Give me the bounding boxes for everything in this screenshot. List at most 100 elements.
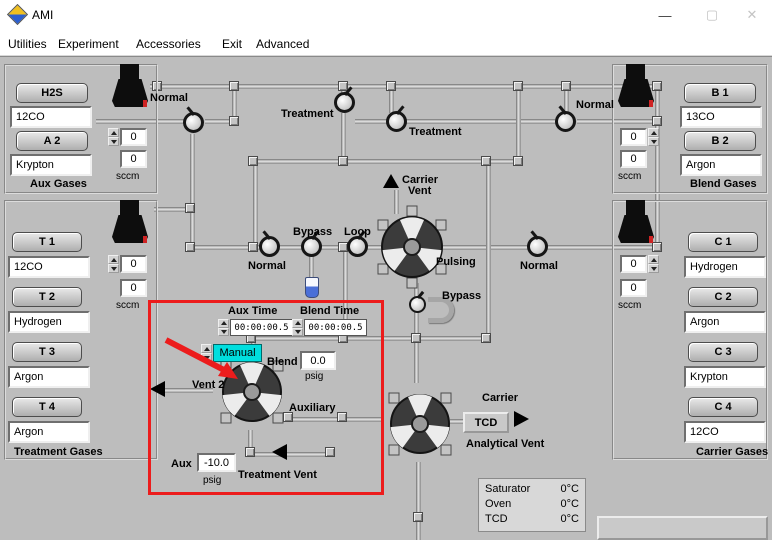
menu-accessories[interactable]: Accessories — [136, 37, 201, 51]
pipe-junction — [338, 81, 348, 91]
loop-valve[interactable] — [347, 236, 368, 257]
close-button[interactable]: ✕ — [746, 7, 758, 22]
blend-gas-button-b2[interactable]: B 2 — [684, 131, 756, 151]
aux-flow-unit: sccm — [116, 171, 140, 182]
aux-flow-spinner[interactable] — [108, 128, 119, 146]
carrier-gas-name-field-1[interactable]: Hydrogen — [684, 256, 766, 278]
treatment-gas-button-t4[interactable]: T 4 — [12, 397, 82, 417]
aux-gas-name-field-1[interactable]: 12CO — [10, 106, 92, 128]
treatment-gas-button-t3[interactable]: T 3 — [12, 342, 82, 362]
aux-mfc-icon — [110, 64, 150, 108]
treatment-flow-spinner[interactable] — [108, 255, 119, 273]
blend-gases-panel — [612, 64, 768, 194]
treatment-gas-name-field-2[interactable]: Hydrogen — [8, 311, 90, 333]
pipe — [564, 88, 569, 113]
carrier-flow-actual: 0 — [620, 279, 647, 297]
blend-mfc-icon — [616, 64, 656, 108]
carrier-vent-label-line2: Vent — [408, 185, 432, 197]
pulsing-valve[interactable] — [370, 205, 454, 289]
blend-flow-unit: sccm — [618, 171, 642, 182]
blend-pressure-unit: psig — [305, 371, 324, 382]
mid-normal-valve-left[interactable] — [259, 236, 280, 257]
aux-time-label: Aux Time — [228, 305, 278, 317]
menu-utilities[interactable]: Utilities — [8, 37, 47, 51]
menu-exit[interactable]: Exit — [222, 37, 243, 51]
temperature-status-box: Saturator 0°C Oven 0°C TCD 0°C — [478, 478, 586, 532]
pipe-junction — [652, 116, 662, 126]
treatment-flow-unit: sccm — [116, 300, 140, 311]
treatment-gas-button-t1[interactable]: T 1 — [12, 232, 82, 252]
carrier-gas-name-field-3[interactable]: Krypton — [684, 366, 766, 388]
aux-flow-setpoint[interactable]: 0 — [120, 128, 147, 146]
maximize-button[interactable]: ▢ — [705, 7, 719, 22]
carrier-gas-button-c2[interactable]: C 2 — [688, 287, 758, 307]
pipe — [341, 88, 346, 94]
blend-flow-actual: 0 — [620, 150, 647, 168]
carrier-gas-button-c1[interactable]: C 1 — [688, 232, 758, 252]
treatment-gas-name-field-1[interactable]: 12CO — [8, 256, 90, 278]
pipe — [309, 257, 314, 279]
carrier-gas-button-c4[interactable]: C 4 — [688, 397, 758, 417]
blend-gases-title: Blend Gases — [690, 178, 757, 190]
app-icon — [6, 3, 29, 26]
treatment-gas-button-t2[interactable]: T 2 — [12, 287, 82, 307]
pipe — [96, 119, 184, 124]
bottom-right-panel[interactable] — [597, 516, 768, 540]
menu-advanced[interactable]: Advanced — [256, 37, 310, 51]
pipe — [287, 417, 382, 422]
pipe — [450, 419, 464, 424]
mid-normal-valve-right[interactable] — [527, 236, 548, 257]
pipe-junction — [652, 81, 662, 91]
blend-gas-button-b1[interactable]: B 1 — [684, 83, 756, 103]
treatment-gas-name-field-3[interactable]: Argon — [8, 366, 90, 388]
carrier-gas-name-field-2[interactable]: Argon — [684, 311, 766, 333]
pipe — [577, 119, 660, 124]
pipe-junction — [325, 447, 335, 457]
treatment-gases-title: Treatment Gases — [14, 446, 103, 458]
pipe — [232, 88, 237, 120]
aux-time-spinner[interactable] — [218, 319, 229, 336]
blend-gas-name-field-2[interactable]: Argon — [680, 154, 762, 176]
pipe — [255, 159, 520, 164]
status-row-oven: Oven 0°C — [485, 497, 579, 512]
treatment-valve-2[interactable] — [386, 111, 407, 132]
carrier-flow-spinner[interactable] — [648, 255, 659, 273]
menu-experiment[interactable]: Experiment — [58, 37, 119, 51]
blend-flow-setpoint[interactable]: 0 — [620, 128, 647, 146]
aux-gas-button-a2[interactable]: A 2 — [16, 131, 88, 151]
carrier-valve[interactable] — [378, 382, 462, 466]
status-row-tcd: TCD 0°C — [485, 512, 579, 527]
pipe-junction — [338, 156, 348, 166]
aux-flow-actual: 0 — [120, 150, 147, 168]
aux-gas-button-h2s[interactable]: H2S — [16, 83, 88, 103]
treatment-valve-1[interactable] — [334, 92, 355, 113]
treatment-label-1: Treatment — [281, 108, 334, 120]
carrier-flow-setpoint[interactable]: 0 — [620, 255, 647, 273]
carrier-gas-name-field-4[interactable]: 12CO — [684, 421, 766, 443]
normal-label-mid-right: Normal — [520, 260, 558, 272]
treatment-vent-arrow-icon — [272, 444, 287, 460]
aux-gas-name-field-2[interactable]: Krypton — [10, 154, 92, 176]
manual-mode-button[interactable]: Manual — [213, 344, 262, 362]
blend-time-field[interactable]: 00:00:00.5 — [304, 319, 367, 336]
blend-flow-spinner[interactable] — [648, 128, 659, 146]
bypass-valve[interactable] — [301, 236, 322, 257]
blend-pressure-field: 0.0 — [300, 351, 336, 370]
blend-time-spinner[interactable] — [292, 319, 303, 336]
tcd-button[interactable]: TCD — [463, 412, 509, 433]
manual-mode-spinner[interactable] — [201, 344, 212, 362]
treatment-flow-setpoint[interactable]: 0 — [120, 255, 147, 273]
blend-normal-valve[interactable] — [555, 111, 576, 132]
pipe — [394, 190, 399, 214]
aux-time-field[interactable]: 00:00:00.5 — [230, 319, 293, 336]
blend-gas-name-field-1[interactable]: 13CO — [680, 106, 762, 128]
minimize-button[interactable]: — — [658, 7, 672, 23]
carrier-gas-button-c3[interactable]: C 3 — [688, 342, 758, 362]
treatment-gases-panel — [4, 200, 158, 460]
aux-normal-valve[interactable] — [183, 112, 204, 133]
vent-2-arrow-icon — [150, 381, 165, 397]
treatment-gas-name-field-4[interactable]: Argon — [8, 421, 90, 443]
pipe-junction — [248, 156, 258, 166]
treatment-label-2: Treatment — [409, 126, 462, 138]
bypass-2-valve[interactable] — [409, 296, 426, 313]
